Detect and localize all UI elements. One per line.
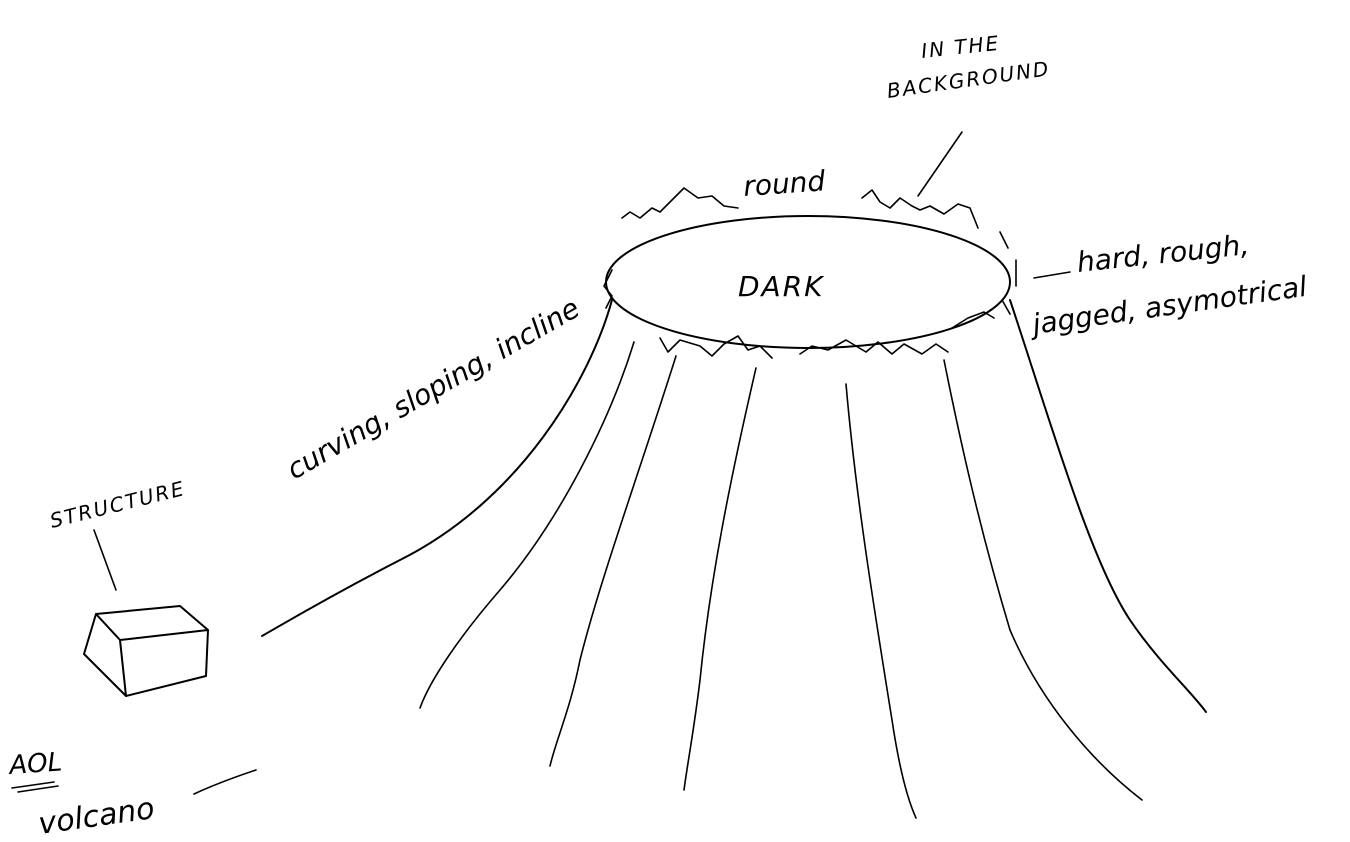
slope-line-5 (943, 359, 1143, 801)
label-curving-sloping-incline: curving, sloping, incline (281, 291, 585, 486)
structure-leader (93, 529, 117, 591)
left-rim-jag (603, 269, 613, 309)
aol-underline (11, 781, 59, 793)
label-aol: AOL (6, 747, 63, 781)
jagged-top-rim (621, 187, 979, 229)
right-rim-jag (999, 231, 1017, 315)
label-dark: DARK (738, 270, 825, 303)
in-the-background-line1: IN THE (920, 31, 1001, 63)
slope-line-4 (845, 383, 917, 819)
jagged-bottom-rim (659, 311, 995, 359)
right-leader (1033, 271, 1071, 279)
label-jagged-asymmetrical: jagged, asymotrical (1026, 270, 1309, 342)
label-round: round (742, 164, 826, 203)
volcano-leader (193, 769, 257, 795)
label-structure: STRUCTURE (47, 476, 187, 533)
background-leader (917, 131, 963, 197)
in-the-background-line2: BACKGROUND (885, 56, 1051, 103)
slope-line-1 (419, 341, 635, 709)
label-volcano: volcano (36, 791, 156, 842)
slope-line-3 (683, 367, 757, 791)
structure-box (83, 605, 209, 697)
left-flank (261, 299, 613, 637)
slope-line-2 (549, 355, 677, 767)
label-hard-rough: hard, rough, (1075, 228, 1250, 279)
right-flank (1009, 299, 1207, 713)
